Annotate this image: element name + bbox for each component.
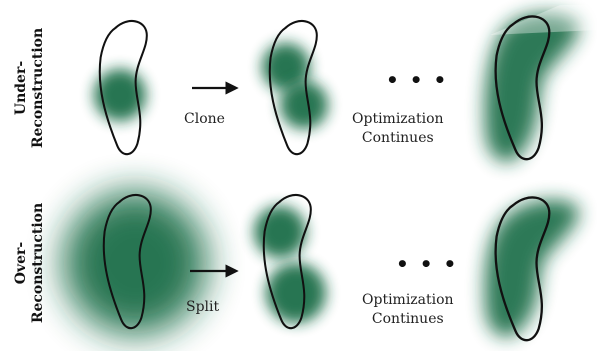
gaussian-blob <box>254 206 306 258</box>
gaussian-blob <box>266 263 326 323</box>
optimization-continues-label: Optimization Continues <box>352 111 444 146</box>
row-label-under: Under- Reconstruction <box>0 0 60 175</box>
gaussian-blob <box>63 191 207 335</box>
over-optimized-panel <box>484 196 580 342</box>
over-split-panel <box>254 193 326 330</box>
row-label-text: Over- Reconstruction <box>13 202 46 324</box>
gaussian-fill <box>484 199 580 337</box>
clone-label: Clone <box>184 111 225 127</box>
gaussian-fill <box>484 13 580 162</box>
gaussian-blob <box>262 43 310 91</box>
over-initial-panel <box>63 191 207 335</box>
ellipsis: • • • <box>396 252 459 276</box>
gaussian-blob <box>94 69 146 121</box>
row-label-text: Under- Reconstruction <box>13 27 46 149</box>
under-optimized-panel <box>484 5 597 162</box>
gaussian-blob <box>280 81 328 129</box>
optimization-continues-label: Optimization Continues <box>362 292 454 327</box>
under-initial-panel <box>94 19 148 156</box>
under-cloned-panel <box>262 19 328 156</box>
row-label-over: Over- Reconstruction <box>0 175 60 350</box>
split-label: Split <box>186 299 220 315</box>
ellipsis: • • • <box>386 68 449 92</box>
